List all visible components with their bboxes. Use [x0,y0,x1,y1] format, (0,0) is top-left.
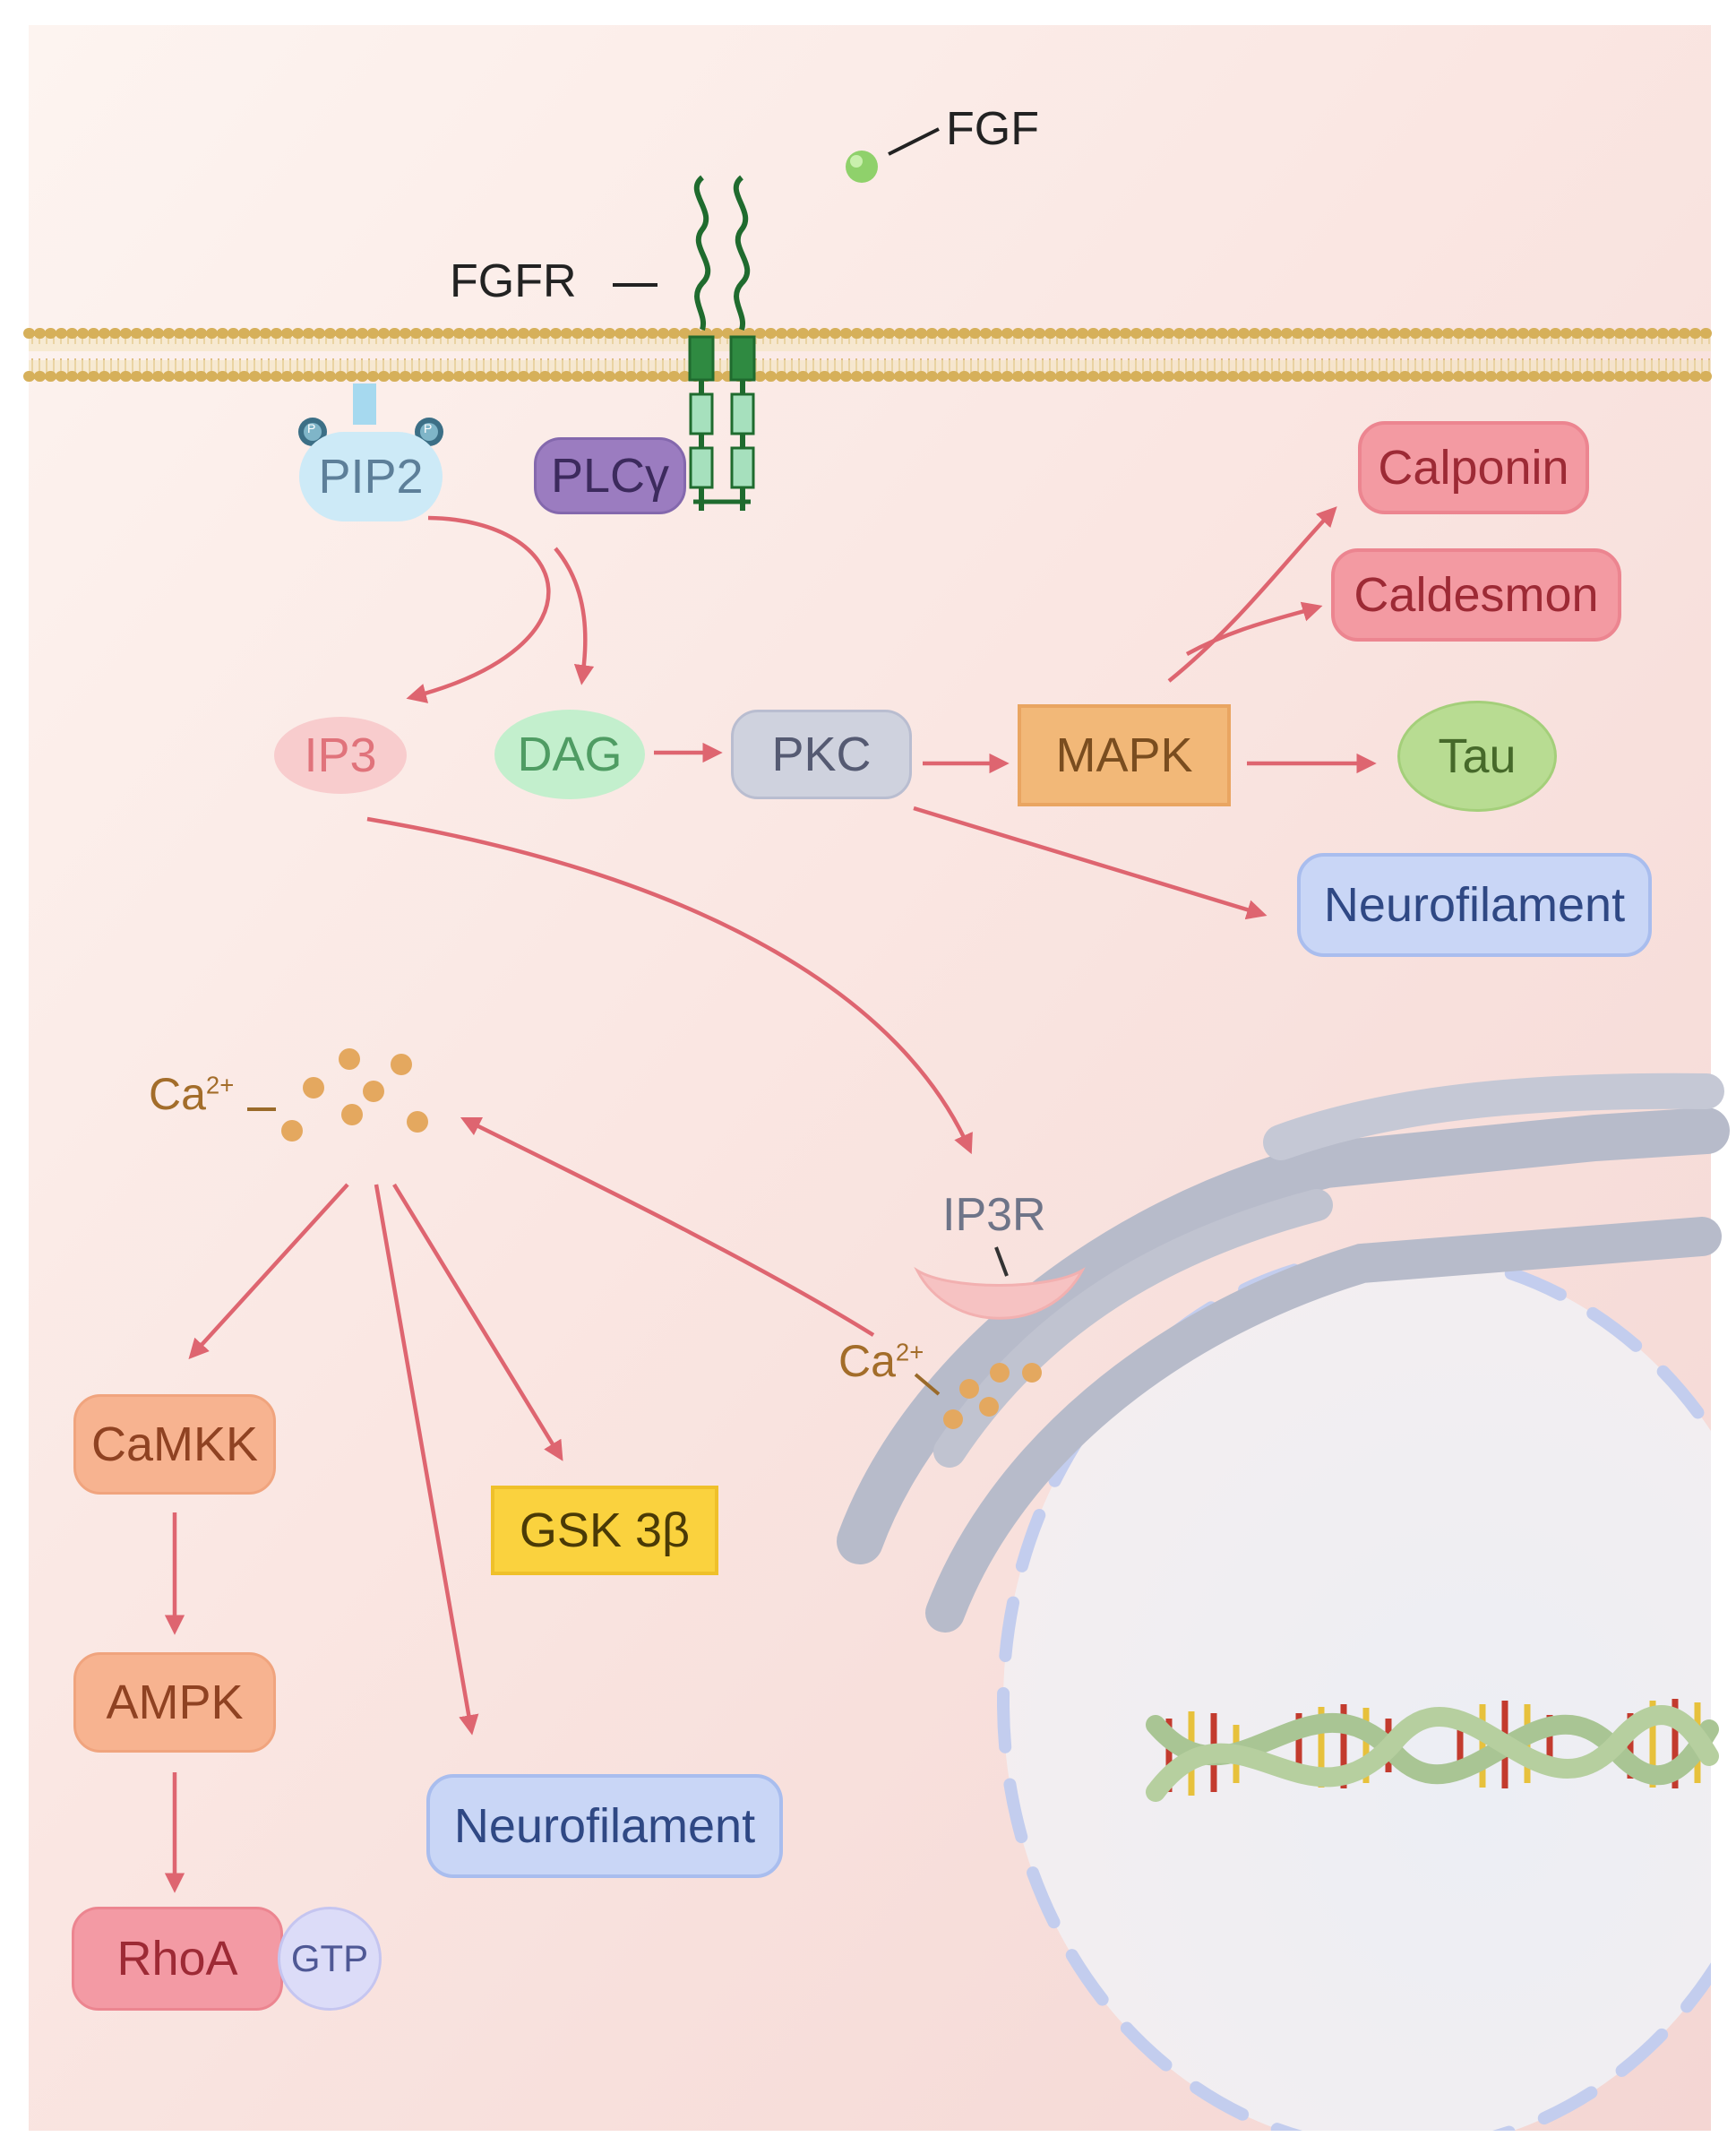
neurofilament-node-bottom: Neurofilament [426,1774,783,1878]
tau-node: Tau [1397,701,1557,812]
camkk-node: CaMKK [73,1394,276,1495]
calcium-cytosol-label: Ca2+ [149,1068,234,1120]
caldesmon-node: Caldesmon [1331,548,1621,642]
pip2-label: PIP2 [318,450,424,504]
arrow-mapk-calponin [1167,506,1337,683]
arrow-pip2-ip3 [406,515,551,703]
neurofilament-label-top: Neurofilament [1323,878,1626,932]
ip3-label: IP3 [304,728,377,782]
arrow-ca-neurofilament [374,1184,479,1736]
phosphate-label-left: P [307,421,316,435]
dag-label: DAG [517,728,623,781]
arrow-ca-gsk [392,1183,563,1461]
ip3r-label: IP3R [942,1189,1046,1241]
er-calcium [914,1363,1042,1429]
pkc-label: PKC [771,728,872,781]
arrow-ca-camkk [188,1183,349,1359]
ampk-label: AMPK [106,1676,244,1729]
ip3r-channel [914,1246,1086,1320]
ampk-node: AMPK [73,1652,276,1753]
tau-label: Tau [1438,729,1517,783]
neurofilament-node-top: Neurofilament [1297,853,1652,957]
plcgamma-node: PLCγ [534,437,686,514]
neurofilament-label-bottom: Neurofilament [453,1799,756,1853]
fgfr-label: FGFR [450,255,577,307]
arrow-pip2-dag [554,547,595,685]
calcium-er-label: Ca2+ [838,1335,924,1387]
fgf-ligand [846,127,940,183]
calcium-er-charge: 2+ [895,1338,924,1366]
rhoa-label: RhoA [116,1932,238,1986]
calponin-label: Calponin [1378,441,1569,495]
gsk3beta-label: GSK 3β [519,1503,691,1557]
calcium-cytosol-charge: 2+ [205,1071,235,1099]
arrow-er-calcium [460,1116,875,1337]
pip2-node: PIP2 [299,432,443,521]
arrow-mapk-caldesmon [1185,601,1323,656]
calcium-er-text: Ca [838,1336,896,1386]
gtp-label: GTP [290,1937,369,1979]
calcium-cytosol-text: Ca [149,1069,206,1119]
mapk-label: MAPK [1055,728,1193,782]
arrows [164,506,1377,1893]
gtp-node: GTP [278,1907,382,2011]
ip3-node: IP3 [274,717,407,794]
fgfr-receptor [613,175,756,511]
mapk-node: MAPK [1018,704,1231,806]
rhoa-node: RhoA [72,1907,283,2011]
arrow-ip3-ip3r [366,816,973,1155]
gsk3beta-node: GSK 3β [491,1486,718,1575]
pkc-node: PKC [731,710,912,799]
camkk-label: CaMKK [90,1417,259,1471]
phosphate-label-right: P [424,421,433,435]
cytosolic-calcium [247,1048,428,1142]
plasma-membrane [23,328,1716,382]
calponin-node: Calponin [1358,421,1589,514]
plcgamma-label: PLCγ [550,449,670,503]
arrow-pkc-neurofilament [913,806,1268,920]
caldesmon-label: Caldesmon [1354,568,1599,622]
fgf-label: FGF [946,103,1039,155]
dag-node: DAG [494,710,645,799]
dna-helix [1146,1699,1719,1802]
